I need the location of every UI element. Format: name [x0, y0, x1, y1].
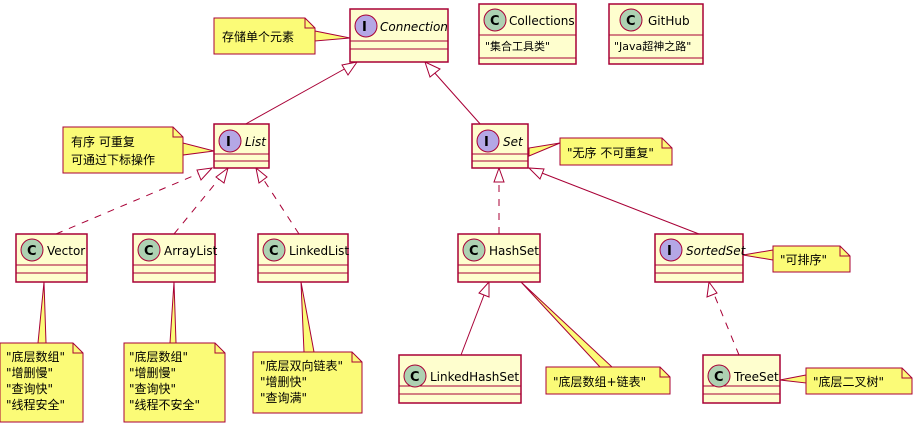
- note-line: "底层数组": [6, 349, 65, 364]
- class-list[interactable]: I List: [213, 123, 270, 169]
- class-title: List: [245, 135, 267, 149]
- note-vector: "底层数组" "增删慢" "查询快" "线程安全": [0, 342, 84, 423]
- class-icon: [403, 364, 427, 388]
- note-linkedlist: "底层双向链表" "增删快" "查询满": [252, 351, 363, 414]
- note-set: "无序 不可重复": [559, 137, 673, 166]
- note-line: 存储单个元素: [222, 29, 294, 44]
- inherit-arrow-set-connection: [424, 61, 441, 78]
- svg-text:C: C: [469, 244, 479, 259]
- svg-text:C: C: [714, 370, 724, 385]
- class-connection[interactable]: I Connection: [349, 8, 449, 63]
- realize-arrow-arraylist-list: [215, 166, 229, 184]
- note-connection: 存储单个元素: [213, 17, 316, 55]
- note-line: "无序 不可重复": [567, 145, 654, 160]
- svg-text:I: I: [226, 135, 231, 150]
- note-line: "可排序": [780, 252, 827, 267]
- realize-arrow-linkedlist-list: [255, 166, 268, 184]
- svg-text:C: C: [490, 14, 500, 29]
- class-icon: [262, 238, 286, 262]
- note-line: "底层数组": [129, 349, 188, 364]
- class-member: "集合工具类": [485, 39, 550, 53]
- svg-text:C: C: [27, 244, 37, 259]
- realize-arrow-vector-list: [196, 167, 214, 181]
- note-list: 有序 可重复 可通过下标操作: [62, 126, 184, 174]
- note-sortedset: "可排序": [772, 245, 851, 273]
- note-arraylist: "底层数组" "增删慢" "查询快" "线程不安全": [123, 342, 226, 423]
- class-title: SortedSet: [686, 244, 747, 258]
- class-title: TreeSet: [733, 370, 779, 384]
- class-github[interactable]: C GitHub "Java超神之路": [608, 3, 704, 65]
- class-title: Vector: [47, 244, 85, 258]
- realize-arrow-hashset-set: [493, 166, 505, 183]
- note-line: "线程安全": [6, 397, 65, 412]
- class-vector[interactable]: C Vector: [15, 233, 88, 283]
- class-title: ArrayList: [164, 244, 218, 258]
- svg-text:I: I: [484, 135, 489, 150]
- class-linkedhashset[interactable]: C LinkedHashSet: [398, 354, 522, 404]
- class-set[interactable]: I Set: [471, 123, 529, 169]
- note-line: "线程不安全": [129, 397, 200, 412]
- inherit-arrow-sortedset-set: [527, 167, 545, 180]
- interface-icon: [659, 238, 683, 262]
- class-linkedlist[interactable]: C LinkedList: [257, 233, 349, 283]
- inherit-arrow-list-connection: [341, 61, 359, 76]
- class-icon: [137, 238, 161, 262]
- interface-icon: [476, 129, 500, 153]
- note-line: "底层双向链表": [260, 358, 343, 373]
- note-line: "查询快": [129, 382, 176, 396]
- note-line: "增删慢": [6, 366, 53, 380]
- note-line: "增删慢": [129, 366, 176, 380]
- svg-text:I: I: [362, 20, 367, 35]
- class-collections[interactable]: C Collections "集合工具类": [478, 3, 577, 65]
- note-line: "底层数组+链表": [553, 374, 646, 389]
- interface-icon: [218, 129, 242, 153]
- class-member: "Java超神之路": [614, 39, 691, 53]
- interface-icon: [354, 14, 378, 38]
- class-icon: [20, 238, 44, 262]
- note-treeset: "底层二叉树": [805, 367, 913, 395]
- svg-text:I: I: [667, 244, 672, 259]
- note-connectors: [37, 30, 807, 384]
- svg-text:C: C: [626, 14, 636, 29]
- class-title: LinkedList: [289, 244, 349, 258]
- class-icon: [619, 8, 643, 32]
- note-line: "查询快": [6, 382, 53, 396]
- relationships: [55, 61, 740, 356]
- note-line: "增删快": [260, 375, 307, 389]
- svg-text:C: C: [269, 244, 279, 259]
- class-title: GitHub: [648, 14, 690, 28]
- note-line: "底层二叉树": [813, 374, 884, 389]
- class-title: Set: [503, 135, 524, 149]
- class-hashset[interactable]: C HashSet: [457, 233, 541, 283]
- class-title: Connection: [380, 20, 448, 34]
- class-title: LinkedHashSet: [430, 370, 519, 384]
- note-line: "查询满": [260, 391, 307, 405]
- class-title: HashSet: [489, 244, 539, 258]
- class-icon: [462, 238, 486, 262]
- class-treeset[interactable]: C TreeSet: [702, 354, 781, 404]
- inherit-arrow-linkedhashset-hashset: [478, 280, 490, 298]
- class-sortedset[interactable]: I SortedSet: [654, 233, 747, 283]
- note-line: 有序 可重复: [71, 134, 135, 149]
- class-icon: [483, 8, 507, 32]
- note-hashset: "底层数组+链表": [545, 366, 671, 395]
- realize-arrow-treeset-sortedset: [706, 280, 718, 298]
- svg-text:C: C: [410, 370, 420, 385]
- class-title: Collections: [509, 14, 575, 28]
- class-arraylist[interactable]: C ArrayList: [132, 233, 218, 283]
- class-icon: [707, 364, 731, 388]
- note-line: 可通过下标操作: [71, 152, 155, 167]
- svg-text:C: C: [144, 244, 154, 259]
